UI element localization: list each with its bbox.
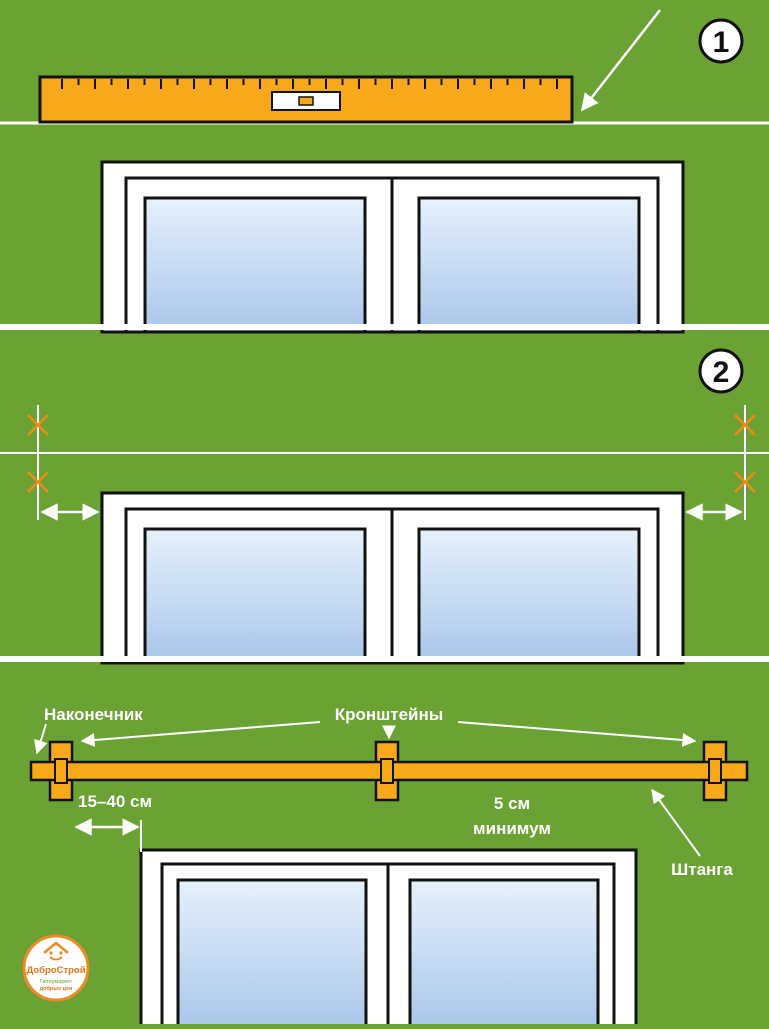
mark-cross-icon (27, 414, 756, 493)
window-pane-right (417, 196, 641, 334)
window-3 (139, 848, 638, 1029)
panel-step-2: 2 (0, 348, 769, 665)
bracket-clamp (380, 758, 394, 784)
step-2-number: 2 (713, 356, 730, 389)
step-1-number: 1 (713, 26, 730, 59)
bracket-clamp (54, 758, 68, 784)
window-1 (100, 160, 685, 334)
panel-divider (0, 656, 769, 662)
offset-label: 15–40 см (78, 792, 152, 811)
minimum-label-line1: 5 см (494, 794, 530, 813)
brackets-label: Кронштейны (335, 705, 444, 724)
minimum-label-line2: минимум (473, 819, 551, 838)
window-pane-left (176, 878, 368, 1029)
window-pane-right (417, 527, 641, 665)
curtain-rod (29, 740, 749, 802)
logo-house-icon (43, 941, 69, 961)
panel-divider (0, 324, 769, 330)
window-pane-right (408, 878, 600, 1029)
bracket-clamp (708, 758, 722, 784)
window-pane-left (143, 527, 367, 665)
window-pane-left (143, 196, 367, 334)
step-1-badge: 1 (698, 18, 744, 64)
step-2-badge: 2 (698, 348, 744, 394)
pointer-arrows (34, 721, 701, 857)
spirit-level-icon (38, 75, 574, 124)
pointer-arrow (580, 9, 661, 112)
window-2 (100, 491, 685, 665)
panel-step-1: 1 (0, 9, 769, 334)
rod-label: Штанга (671, 860, 733, 879)
logo-tagline-line1: Гипермаркет (40, 979, 73, 985)
logo-brand-text: ДоброСтрой (26, 965, 85, 976)
brand-logo: ДоброСтрой Гипермаркет добрых цен (22, 934, 90, 1002)
panel-step-3: Наконечник Кронштейны 15–40 см 5 см мини… (22, 705, 749, 1029)
finial-label: Наконечник (44, 705, 143, 724)
logo-tagline-line2: добрых цен (40, 985, 73, 992)
